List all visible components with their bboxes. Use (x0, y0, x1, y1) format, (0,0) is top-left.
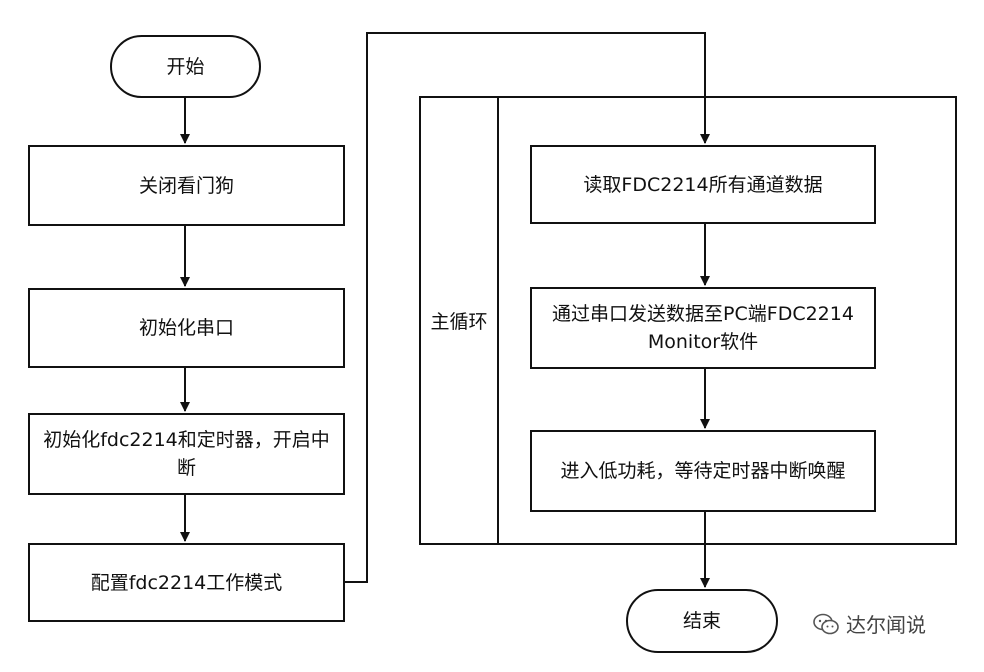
read-channels-step: 读取FDC2214所有通道数据 (530, 145, 876, 224)
watermark: 达尔闻说 (812, 609, 926, 638)
start-node: 开始 (110, 35, 261, 98)
end-node: 结束 (626, 589, 778, 653)
loop-frame (419, 96, 957, 545)
init-fdc-timer-step: 初始化fdc2214和定时器，开启中断 (28, 413, 345, 495)
config-mode-step: 配置fdc2214工作模式 (28, 543, 345, 622)
wechat-icon (812, 613, 840, 635)
send-uart-step: 通过串口发送数据至PC端FDC2214 Monitor软件 (530, 287, 876, 369)
arrow-config-to-read (344, 32, 710, 583)
main-loop-label: 主循环 (430, 311, 488, 333)
disable-watchdog-step: 关闭看门狗 (28, 145, 345, 226)
init-uart-step: 初始化串口 (28, 288, 345, 368)
low-power-step: 进入低功耗，等待定时器中断唤醒 (530, 430, 876, 512)
watermark-text: 达尔闻说 (846, 613, 926, 637)
